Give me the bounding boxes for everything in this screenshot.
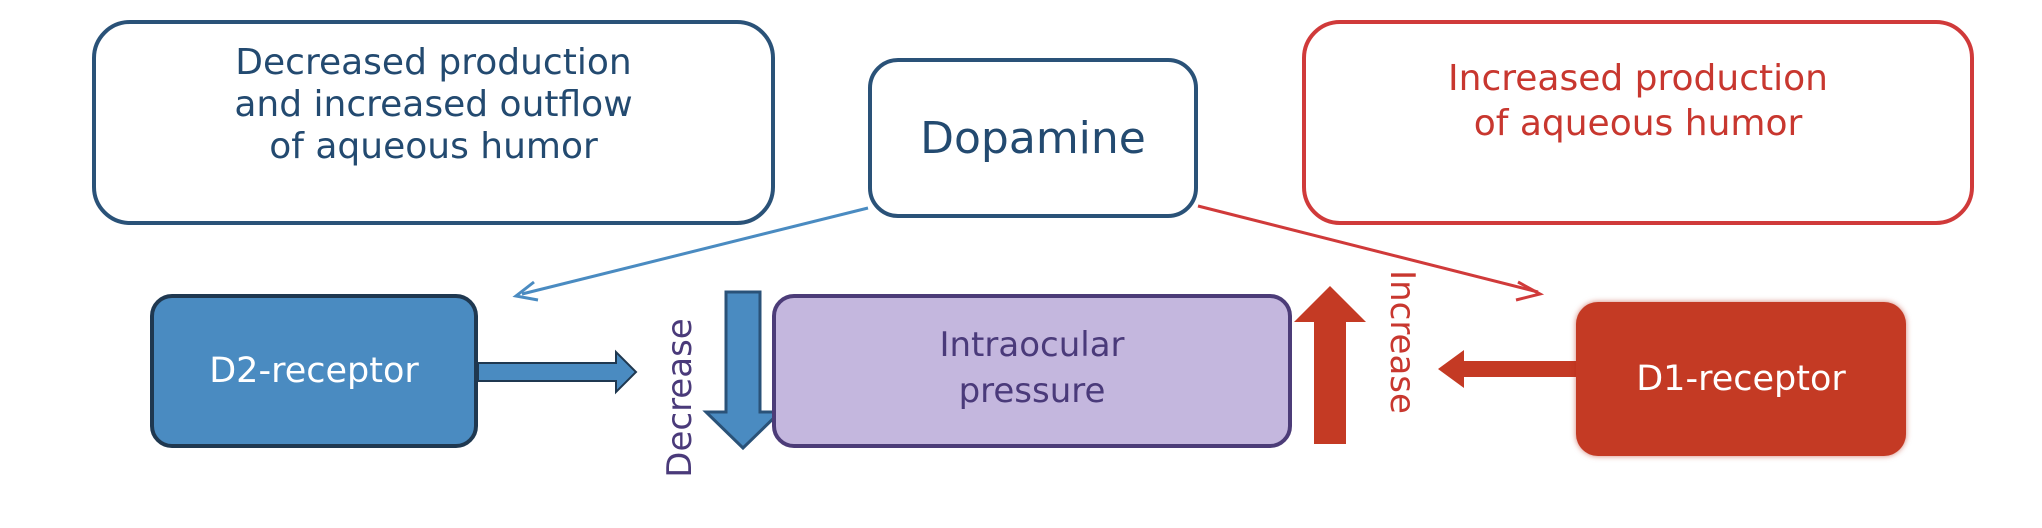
increased-production-text: Increased production of aqueous humor [1448, 58, 1828, 144]
dopamine-to-d1-arrow [1197, 204, 1545, 302]
intraocular-pressure-label: Intraocular pressure [939, 325, 1125, 411]
decreased-production-box: Decreased production and increased outfl… [92, 20, 775, 225]
decrease-down-arrow [702, 290, 784, 451]
increase-label: Increase [1382, 270, 1422, 414]
dopamine-label: Dopamine [920, 112, 1146, 164]
d2-receptor-box: D2-receptor [150, 294, 478, 448]
decrease-label: Decrease [660, 318, 700, 478]
decreased-production-text: Decreased production and increased outfl… [234, 42, 633, 167]
intraocular-pressure-box: Intraocular pressure [772, 294, 1292, 448]
d1-receptor-label: D1-receptor [1636, 359, 1846, 399]
dopamine-box: Dopamine [868, 58, 1198, 218]
d1-receptor-box: D1-receptor [1576, 302, 1906, 456]
d2-receptor-label: D2-receptor [209, 351, 419, 391]
increase-up-arrow [1294, 286, 1366, 444]
dopamine-to-d2-arrow [512, 206, 869, 302]
d2-to-iop-block-arrow [477, 349, 638, 395]
increased-production-box: Increased production of aqueous humor [1302, 20, 1974, 225]
d1-to-iop-block-arrow [1438, 350, 1576, 388]
